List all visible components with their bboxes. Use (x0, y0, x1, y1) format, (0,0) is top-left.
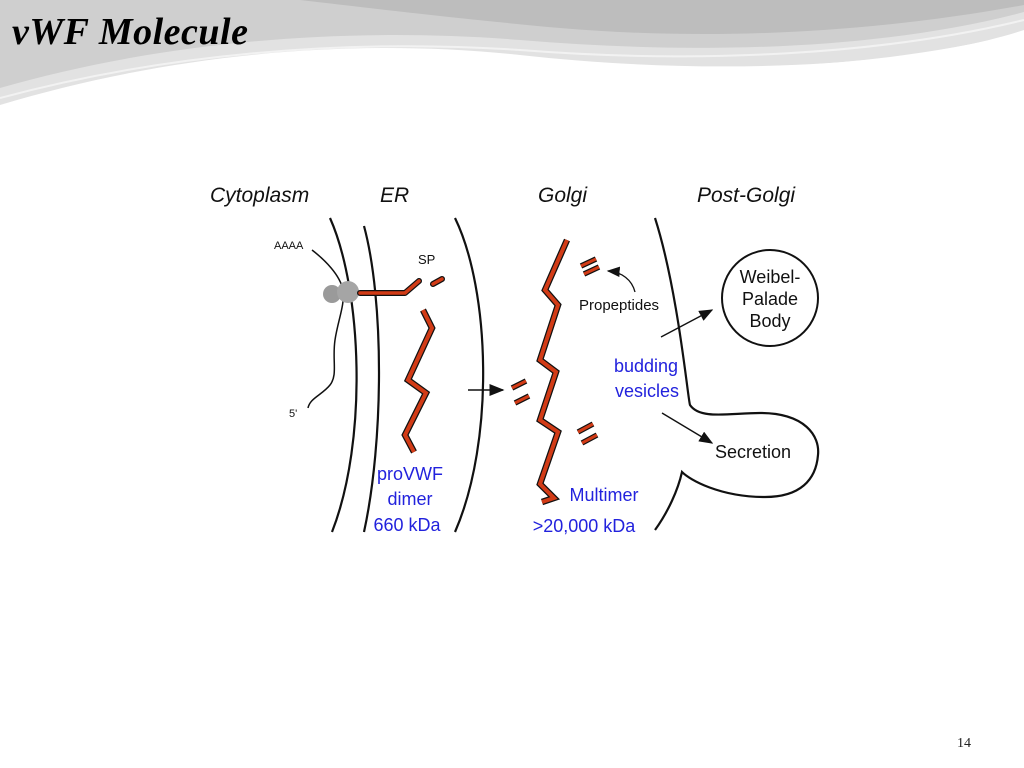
vesicles-label: vesicles (615, 381, 679, 401)
er-membrane-outer (328, 217, 358, 533)
mrna-poly-a-label: AAAA (274, 240, 304, 252)
propeptide-pair-left (510, 378, 531, 406)
mrna-five-prime-label: 5' (289, 408, 297, 420)
dimer-mass-label: 660 kDa (373, 515, 441, 535)
provwf-label: proVWF (377, 464, 443, 484)
slide-title: vWF Molecule (12, 11, 249, 53)
weibel-palade-body-circle (721, 249, 819, 347)
to-weibel-palade-arrow (660, 309, 714, 338)
compartment-label-golgi: Golgi (538, 184, 588, 207)
title-banner-swoosh (0, 0, 1024, 114)
er-golgi-membrane (453, 217, 485, 533)
multimer-mass-label: >20,000 kDa (533, 516, 637, 536)
mrna-strand (307, 249, 345, 409)
ribosome-large-subunit (337, 281, 359, 303)
secretion-label: Secretion (715, 442, 791, 462)
compartment-label-cytoplasm: Cytoplasm (210, 184, 309, 207)
weibel-palade-line-3: Body (749, 311, 790, 331)
budding-label: budding (614, 356, 678, 376)
golgi-membrane (653, 217, 820, 531)
propeptide-pair-bottom (576, 421, 599, 446)
compartment-label-er: ER (380, 184, 409, 207)
dimer-label: dimer (387, 489, 432, 509)
nascent-polypeptide-fill (358, 279, 421, 295)
provwf-dimer-fill (402, 309, 435, 453)
weibel-palade-line-2: Palade (742, 289, 798, 309)
propeptides-label: Propeptides (579, 297, 659, 314)
vwf-multimer-fill (537, 239, 569, 504)
weibel-palade-line-1: Weibel- (740, 267, 801, 287)
signal-peptide-fill (431, 277, 444, 286)
er-membrane-inner (362, 225, 381, 533)
propeptide-pair-top (579, 256, 601, 277)
slide-number: 14 (957, 736, 971, 751)
signal-peptide-label: SP (418, 252, 435, 267)
multimer-label: Multimer (569, 485, 638, 505)
ribosome-small-subunit (323, 285, 341, 303)
to-secretion-arrow (661, 412, 714, 444)
compartment-label-post-golgi: Post-Golgi (697, 184, 796, 207)
propeptides-pointer-arrow (606, 266, 636, 293)
